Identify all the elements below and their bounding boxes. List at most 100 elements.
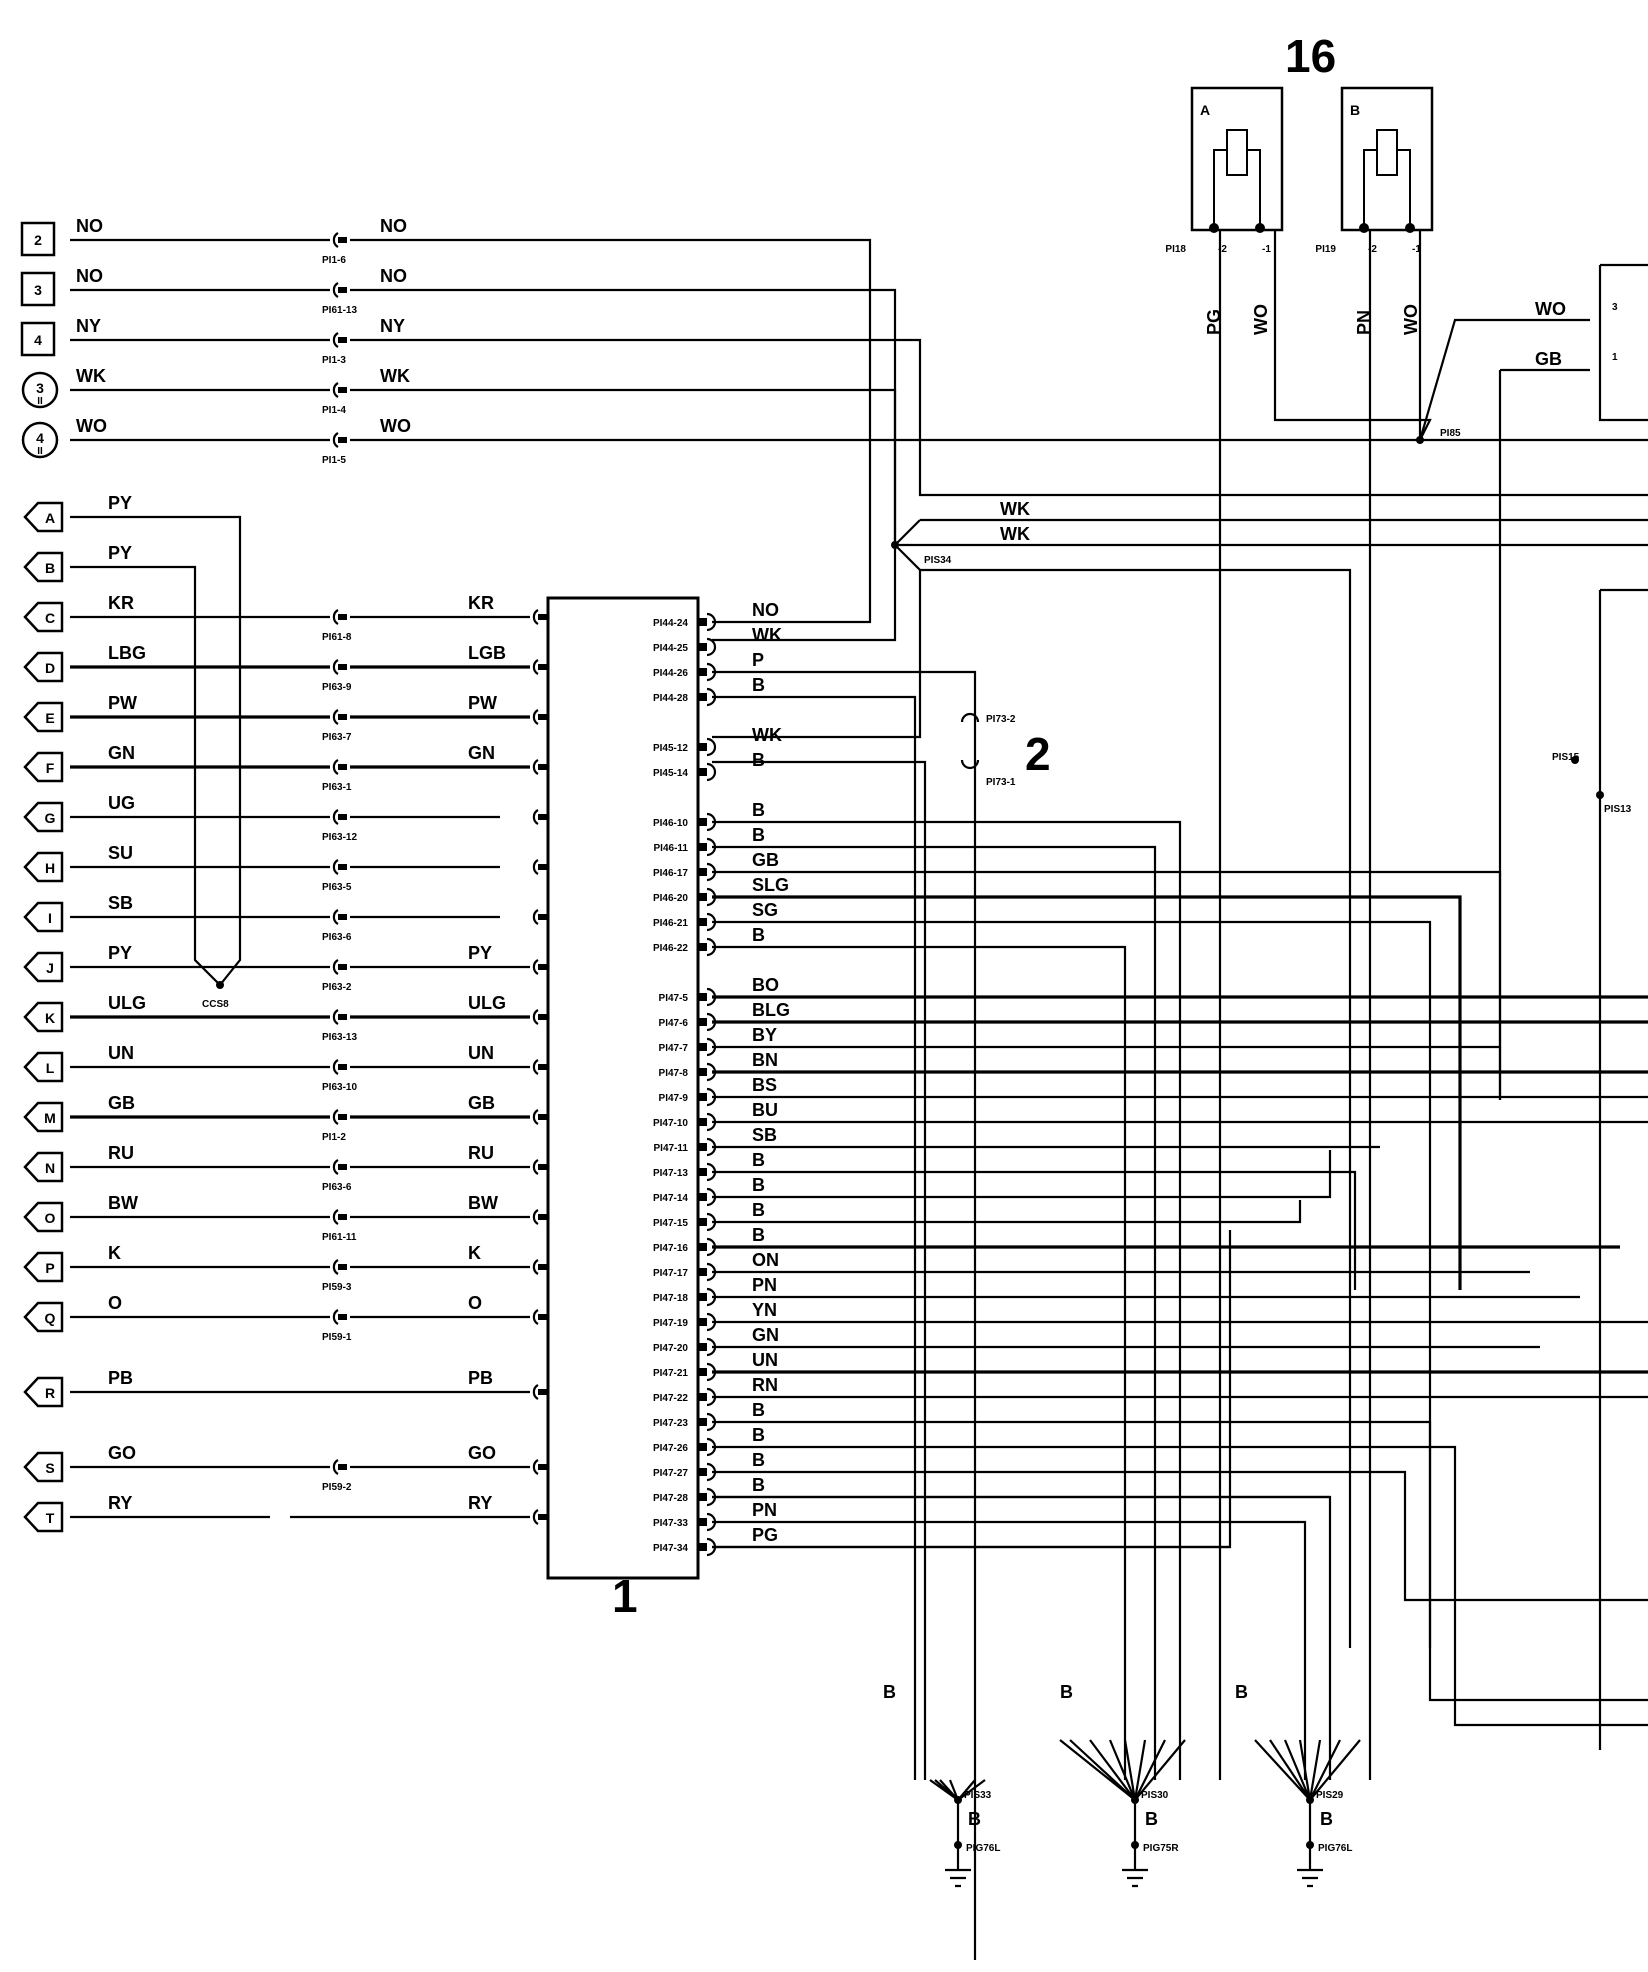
ecu-input-socket <box>532 909 539 925</box>
wire-color-label: KR <box>108 593 134 613</box>
wire-color-label: NO <box>380 266 407 286</box>
ecu-output-pin <box>698 643 707 651</box>
terminal-arrow-h <box>23 851 64 883</box>
ecu-output-pin <box>698 1043 707 1051</box>
wire-color-label: UN <box>108 1043 134 1063</box>
wire-color-label: BLG <box>752 1000 790 1020</box>
ecu-output-pin <box>698 1218 707 1226</box>
sensor-pin-1 <box>1255 223 1265 233</box>
terminal-arrow-l <box>23 1051 64 1083</box>
inline-connector-socket <box>332 1209 339 1225</box>
inline-connector-socket <box>332 1459 339 1475</box>
ecu-input-pin <box>538 864 547 870</box>
inline-connector-socket <box>332 332 339 348</box>
ground-label: PIG75R <box>1143 1843 1179 1854</box>
sensor-pin-1 <box>1405 223 1415 233</box>
wire-color-label: PG <box>752 1525 778 1545</box>
terminal-arrow-r <box>23 1376 64 1408</box>
terminal-arrow-i <box>23 901 64 933</box>
wire-color-label: B <box>752 925 765 945</box>
inline-connector-socket <box>332 909 339 925</box>
terminal-sub: II <box>37 396 43 407</box>
ecu-body <box>546 596 700 1580</box>
inline-connector-socket <box>332 282 339 298</box>
terminal-id: 4 <box>34 332 42 348</box>
ecu-output-pin <box>698 1543 707 1551</box>
sensor-pin-2 <box>1209 223 1219 233</box>
wire-color-label: WK <box>76 366 106 386</box>
wire-color-label: NY <box>76 316 101 336</box>
ecu-output-pin <box>698 868 707 876</box>
ecu-output-socket <box>706 812 717 832</box>
sensor-box-a <box>1190 86 1284 232</box>
ecu-pin-label: PI47-27 <box>653 1468 688 1479</box>
splice-label: PI85 <box>1440 428 1461 439</box>
inline-connector-socket <box>332 1159 339 1175</box>
wire-color-label: RN <box>752 1375 778 1395</box>
ecu-input-socket <box>532 709 539 725</box>
sensor-connector: PI19 <box>1315 244 1336 255</box>
wire-color-label: BO <box>752 975 779 995</box>
ecu-pin-label: PI47-33 <box>653 1518 688 1529</box>
terminal-box-2 <box>20 221 56 257</box>
wire-color-label: BS <box>752 1075 777 1095</box>
ecu-output-pin <box>698 993 707 1001</box>
terminal-id: T <box>46 1510 55 1526</box>
inline-connector-pin <box>338 814 347 820</box>
wire-color-label: PN <box>752 1500 777 1520</box>
ecu-output-pin <box>698 1068 707 1076</box>
wire-color-label: SU <box>108 843 133 863</box>
wire-color-label: BN <box>752 1050 778 1070</box>
wire-color-label: WK <box>1000 499 1030 519</box>
inline-connector-socket <box>332 609 339 625</box>
wire-color-label: PB <box>108 1368 133 1388</box>
ecu-input-socket <box>532 609 539 625</box>
wire-color-label: PB <box>468 1368 493 1388</box>
ground-point <box>1131 1841 1139 1849</box>
wire-color-label: B <box>1320 1809 1333 1829</box>
terminal-id: K <box>45 1010 55 1026</box>
ecu-output-pin <box>698 1093 707 1101</box>
wire-color-label: PW <box>468 693 497 713</box>
splice-ground <box>1131 1796 1139 1804</box>
ecu-pin-label: PI47-15 <box>653 1218 688 1229</box>
terminal-arrow-p <box>23 1251 64 1283</box>
terminal-id: R <box>45 1385 55 1401</box>
connector-2-lower <box>960 759 980 770</box>
wire-color-label: P <box>752 650 764 670</box>
wire-color-label: B <box>752 675 765 695</box>
ecu-input-socket <box>532 1109 539 1125</box>
wire-color-label: ON <box>752 1250 779 1270</box>
ecu-pin-label: PI47-23 <box>653 1418 688 1429</box>
inline-connector-pin <box>338 1164 347 1170</box>
ecu-output-socket <box>706 1187 717 1207</box>
wire-color-label: NO <box>752 600 779 620</box>
ecu-output-socket <box>706 1387 717 1407</box>
terminal-id: Q <box>45 1310 56 1326</box>
ecu-input-socket <box>532 1384 539 1400</box>
terminal-circle-3 <box>21 371 59 409</box>
sensor-letter: B <box>1350 102 1360 118</box>
splice-ccs8 <box>216 981 224 989</box>
ecu-output-socket <box>706 1162 717 1182</box>
ecu-input-pin <box>538 1264 547 1270</box>
splice-ground <box>1306 1796 1314 1804</box>
ecu-input-pin <box>538 814 547 820</box>
ecu-output-socket <box>706 662 717 682</box>
sensor-pin-label: -2 <box>1218 244 1227 255</box>
connector-label: PI63-13 <box>322 1032 357 1043</box>
connector-2-upper <box>960 712 980 723</box>
inline-connector-socket <box>332 709 339 725</box>
ecu-output-socket <box>706 1487 717 1507</box>
ecu-output-pin <box>698 1293 707 1301</box>
terminal-arrow-j <box>23 951 64 983</box>
ecu-output-socket <box>706 1412 717 1432</box>
ecu-pin-label: PI47-9 <box>659 1093 689 1104</box>
terminal-id: 4 <box>36 430 44 446</box>
wire-color-label: UN <box>752 1350 778 1370</box>
terminal-id: A <box>45 510 55 526</box>
ecu-input-socket <box>532 1059 539 1075</box>
inline-connector-pin <box>338 437 347 443</box>
terminal-arrow-g <box>23 801 64 833</box>
